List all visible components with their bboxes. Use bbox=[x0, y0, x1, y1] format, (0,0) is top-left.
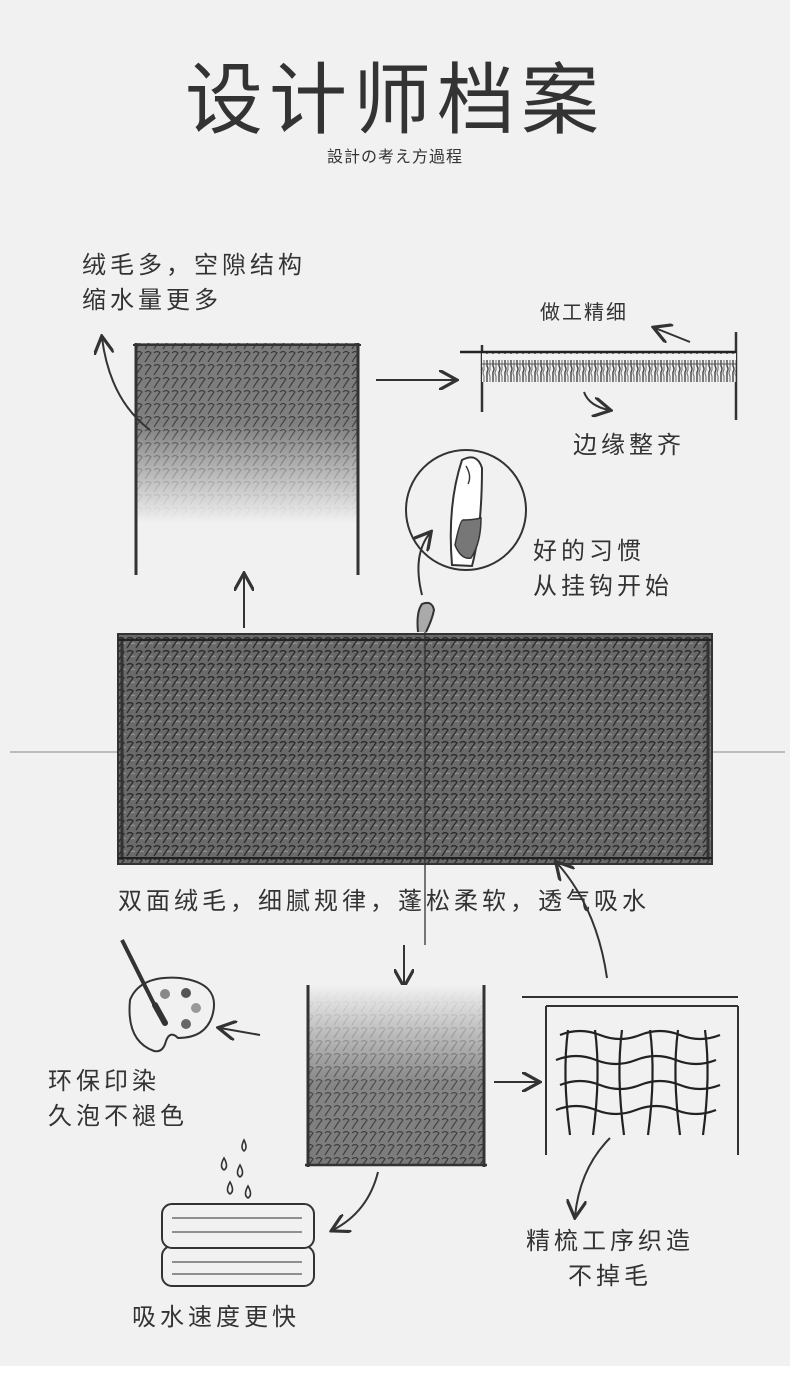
note-hook: 好的习惯 从挂钩开始 bbox=[533, 534, 673, 604]
arrow-surface bbox=[557, 863, 608, 979]
note-comb-line2: 不掉毛 bbox=[568, 1262, 652, 1290]
note-dye-line1: 环保印染 bbox=[48, 1067, 160, 1095]
note-surface: 双面绒毛，细腻规律，蓬松柔软，透气吸水 bbox=[118, 887, 650, 915]
pile-section bbox=[133, 343, 361, 575]
note-absorb: 吸水速度更快 bbox=[132, 1303, 300, 1331]
absorb-section bbox=[305, 985, 487, 1167]
arrow-edge bbox=[583, 391, 609, 410]
edge-section bbox=[460, 332, 738, 420]
arrow-comb-note bbox=[575, 1137, 611, 1216]
comb-section bbox=[522, 996, 739, 1155]
water-drops-icon bbox=[220, 1138, 252, 1199]
bottom-band bbox=[0, 1366, 790, 1383]
arrow-craft bbox=[655, 328, 691, 342]
hook-loop-icon bbox=[405, 449, 527, 571]
main-towel bbox=[117, 601, 713, 945]
arrow-pile-note bbox=[102, 338, 151, 431]
page-title: 设计师档案 bbox=[184, 56, 605, 146]
note-pile-line2: 缩水量更多 bbox=[82, 286, 222, 314]
arrow-hook bbox=[418, 533, 430, 596]
note-hook-line2: 从挂钩开始 bbox=[533, 572, 673, 600]
arrow-absorb bbox=[333, 1171, 379, 1230]
note-dye: 环保印染 久泡不褪色 bbox=[48, 1064, 188, 1134]
note-dye-line2: 久泡不褪色 bbox=[48, 1102, 188, 1130]
folded-towel-icon bbox=[161, 1203, 315, 1287]
arrow-dye bbox=[220, 1028, 261, 1035]
note-pile: 绒毛多，空隙结构 缩水量更多 bbox=[82, 248, 306, 318]
note-craft: 做工精细 bbox=[540, 300, 628, 324]
note-edge: 边缘整齐 bbox=[573, 431, 685, 459]
page-subtitle: 設計の考え方過程 bbox=[326, 147, 463, 166]
note-hook-line1: 好的习惯 bbox=[533, 537, 645, 565]
note-comb: 精梳工序织造 不掉毛 bbox=[526, 1224, 694, 1294]
towel-hook-loop bbox=[416, 601, 436, 633]
palette-icon bbox=[120, 939, 216, 1053]
note-comb-line1: 精梳工序织造 bbox=[526, 1227, 694, 1255]
note-pile-line1: 绒毛多，空隙结构 bbox=[82, 251, 306, 279]
